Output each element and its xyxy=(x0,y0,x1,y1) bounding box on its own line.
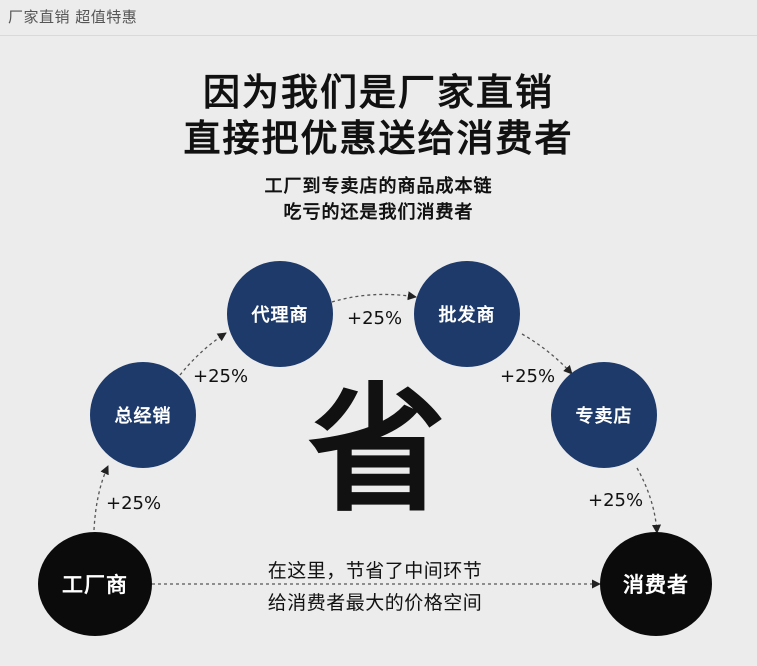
arrow-general-to-agent xyxy=(179,332,227,376)
save-character: 省 xyxy=(308,370,447,531)
headline-line-2: 直接把优惠送给消费者 xyxy=(183,117,574,160)
node-consumer: 消费者 xyxy=(600,532,712,636)
note-line-2: 给消费者最大的价格空间 xyxy=(267,592,483,614)
markup-wholesale-to-store: +25% xyxy=(500,366,556,387)
node-factory-label: 工厂商 xyxy=(62,573,128,597)
node-general-distributor-label: 总经销 xyxy=(114,406,172,427)
markup-general-to-agent: +25% xyxy=(193,366,249,387)
markup-agent-to-wholesale: +25% xyxy=(347,308,403,329)
divider xyxy=(0,35,757,36)
node-wholesale-label: 批发商 xyxy=(438,305,496,326)
markup-store-to-consumer: +25% xyxy=(588,490,644,511)
node-agent-label: 代理商 xyxy=(251,305,309,326)
node-agent: 代理商 xyxy=(227,261,333,367)
node-store: 专卖店 xyxy=(551,362,657,468)
arrow-agent-to-wholesale xyxy=(331,291,417,303)
node-consumer-label: 消费者 xyxy=(623,573,689,597)
markup-factory-to-general: +25% xyxy=(106,493,162,514)
arrow-store-to-consumer xyxy=(636,467,662,534)
note-line-1: 在这里，节省了中间环节 xyxy=(267,560,483,582)
node-wholesale: 批发商 xyxy=(414,261,520,367)
arrow-factory-to-general xyxy=(93,465,109,531)
node-store-label: 专卖店 xyxy=(575,406,633,427)
node-general-distributor: 总经销 xyxy=(90,362,196,468)
node-factory: 工厂商 xyxy=(38,532,152,636)
subline-line-1: 工厂到专卖店的商品成本链 xyxy=(264,176,493,197)
top-caption: 厂家直销 超值特惠 xyxy=(8,8,138,26)
arrow-wholesale-to-store xyxy=(521,333,573,375)
subline-line-2: 吃亏的还是我们消费者 xyxy=(283,202,474,223)
headline-line-1: 因为我们是厂家直销 xyxy=(203,71,554,114)
